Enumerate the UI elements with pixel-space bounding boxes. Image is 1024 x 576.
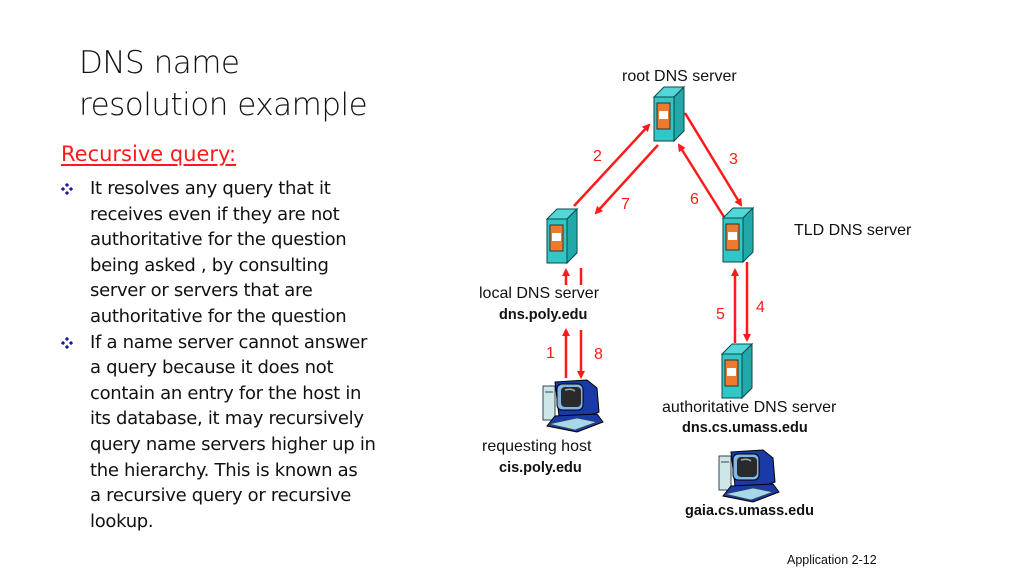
bullet-1-line: authoritative for the question <box>90 305 347 327</box>
requesting-host-computer-icon <box>542 379 604 433</box>
tld-server-icon <box>721 206 755 264</box>
step-label-7: 7 <box>621 196 630 213</box>
target-host-computer-icon <box>718 449 780 503</box>
authoritative-server-label: authoritative DNS server <box>662 399 837 416</box>
subheading-recursive-query: Recursive query: <box>61 142 237 166</box>
root-server-label: root DNS server <box>622 68 737 85</box>
authoritative-server-icon <box>720 342 754 400</box>
step-label-8: 8 <box>594 346 603 363</box>
requesting-host-label: requesting host <box>482 438 592 455</box>
slide-title: DNS name resolution example <box>79 42 368 126</box>
bullet-2-line: lookup. <box>90 510 154 532</box>
step-label-6: 6 <box>690 191 699 208</box>
bullet-1-line: server or servers that are <box>90 280 313 302</box>
bullet-2-line: contain an entry for the host in <box>90 382 362 404</box>
tld-server-label: TLD DNS server <box>794 222 912 239</box>
step-label-3: 3 <box>729 151 738 168</box>
root-server-icon <box>652 85 686 143</box>
slide-title-line-1: DNS name <box>79 45 240 81</box>
bullet-1-line: receives even if they are not <box>90 203 340 225</box>
arrow-step-2 <box>573 123 651 207</box>
bullet-item-1: It resolves any query that it receives e… <box>61 176 431 330</box>
bullet-2-line: a recursive query or recursive <box>90 485 352 507</box>
step-label-2: 2 <box>593 148 602 165</box>
target-host-hostname: gaia.cs.umass.edu <box>685 503 814 519</box>
local-server-icon <box>545 207 579 265</box>
bullet-1-line: being asked , by consulting <box>90 254 329 276</box>
bullet-2-line: its database, it may recursively <box>90 408 364 430</box>
diamond-bullet-icon <box>61 336 73 349</box>
step-label-4: 4 <box>756 299 765 316</box>
arrow-step-6 <box>677 143 726 218</box>
bullet-item-2: If a name server cannot answer a query b… <box>61 330 431 535</box>
bullet-list: It resolves any query that it receives e… <box>61 176 431 534</box>
bullet-1-line: It resolves any query that it <box>90 178 331 199</box>
bullet-2-line: query name servers higher up in <box>90 433 376 455</box>
arrow-step-7 <box>594 144 659 215</box>
diamond-bullet-icon <box>61 183 73 195</box>
step-label-1: 1 <box>546 345 555 362</box>
bullet-2-line: If a name server cannot answer <box>90 331 368 353</box>
local-server-hostname: dns.poly.edu <box>499 307 588 323</box>
step-label-5: 5 <box>716 306 725 323</box>
slide-footer: Application 2-12 <box>787 553 877 567</box>
bullet-2-line: the hierarchy. This is known as <box>90 459 358 481</box>
requesting-host-hostname: cis.poly.edu <box>499 460 582 476</box>
slide-title-line-2: resolution example <box>79 87 368 123</box>
arrow-step-3 <box>683 112 743 207</box>
authoritative-server-hostname: dns.cs.umass.edu <box>682 420 808 436</box>
local-server-label: local DNS server <box>479 285 600 302</box>
bullet-1-line: authoritative for the question <box>90 229 347 251</box>
bullet-2-line: a query because it does not <box>90 357 334 379</box>
